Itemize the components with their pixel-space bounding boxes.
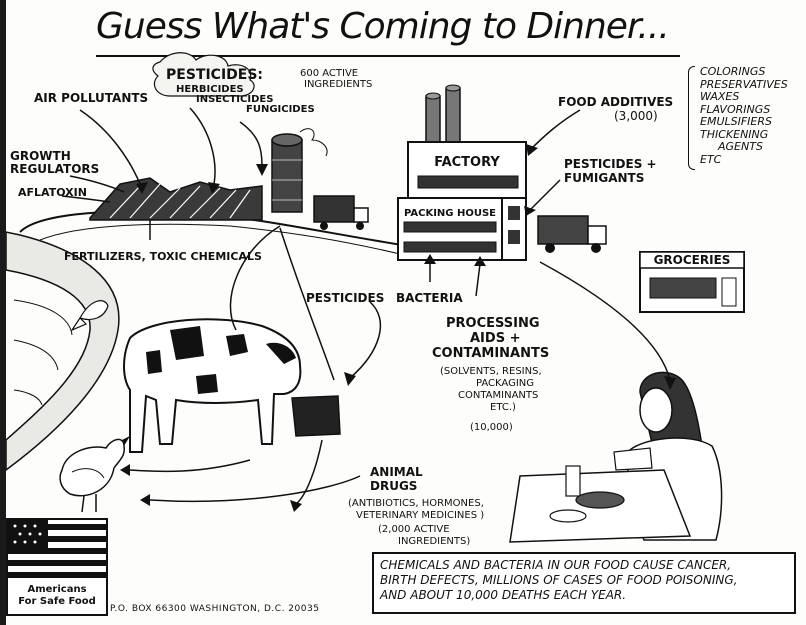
side-window-2 [508, 230, 520, 244]
label-animal-drugs-line1: ANIMAL [370, 465, 423, 479]
label-food-additives: FOOD ADDITIVES [558, 95, 674, 109]
label-pesticides-fumigants-line1: PESTICIDES + [564, 157, 657, 171]
label-processing-detail-3: CONTAMINANTS [458, 390, 539, 401]
label-growth-regulators-line2: REGULATORS [10, 162, 100, 176]
label-processing-count: (10,000) [470, 422, 513, 433]
side-window-1 [508, 206, 520, 220]
additive-item: WAXES [700, 90, 740, 103]
grocery-store [639, 251, 745, 313]
label-processing-line2: AIDS + [470, 331, 521, 346]
label-processing-line3: CONTAMINANTS [432, 346, 550, 361]
label-bacteria: BACTERIA [396, 291, 463, 305]
label-animal-drugs-line2: DRUGS [370, 479, 418, 493]
factory-label: FACTORY [434, 155, 500, 170]
label-processing-detail-4: ETC.) [490, 402, 516, 413]
label-processing-detail-2: PACKAGING [476, 378, 535, 389]
label-animal-drugs-detail-3: (2,000 ACTIVE [378, 524, 450, 535]
additive-item: FLAVORINGS [700, 102, 771, 116]
caption-line-2: BIRTH DEFECTS, MILLIONS OF CASES OF FOOD… [380, 573, 738, 587]
logo-line-1: Americans [27, 584, 87, 595]
label-active-ingredients-line2: INGREDIENTS [304, 79, 373, 90]
label-fungicides: FUNGICIDES [246, 104, 315, 115]
page-title: Guess What's Coming to Dinner... [96, 6, 670, 47]
label-pesticides-mid: PESTICIDES [306, 291, 385, 305]
americans-for-safe-food-logo: Americans For Safe Food [6, 518, 108, 616]
smokestacks [425, 84, 461, 147]
logo-line-2: For Safe Food [18, 596, 96, 607]
groceries-label: GROCERIES [653, 253, 731, 267]
label-food-additives-count: (3,000) [614, 109, 658, 123]
additive-item: AGENTS [718, 140, 763, 153]
additive-item: THICKENING [700, 127, 769, 141]
cow [123, 318, 302, 453]
label-active-ingredients-line1: 600 ACTIVE [300, 68, 359, 79]
label-aflatoxin: AFLATOXIN [18, 186, 87, 199]
label-growth-regulators-line1: GROWTH [10, 149, 71, 163]
delivery-truck [537, 215, 607, 253]
label-animal-drugs-detail-2: VETERINARY MEDICINES ) [356, 510, 485, 521]
silos [271, 133, 303, 213]
label-pesticides-fumigants-line2: FUMIGANTS [564, 171, 645, 185]
spray-cloud [152, 52, 255, 97]
label-processing-line1: PROCESSING [446, 316, 540, 331]
packing-house-windows-1 [403, 221, 497, 233]
feed-trough [291, 395, 341, 437]
additives-bracket [688, 66, 695, 170]
silo-smoke [299, 128, 328, 157]
additive-item: EMULSIFIERS [700, 115, 772, 128]
packing-house-windows-2 [403, 241, 497, 253]
road-inner [39, 223, 401, 255]
crop-rows [109, 183, 251, 219]
crop-field [89, 177, 263, 221]
river-lines [13, 299, 73, 406]
packing-house-label: PACKING HOUSE [403, 208, 497, 219]
caption-line-3: AND ABOUT 10,000 DEATHS EACH YEAR. [380, 588, 627, 602]
flow-arrows [61, 107, 671, 505]
label-processing-detail-1: (SOLVENTS, RESINS, [440, 366, 542, 377]
label-insecticides: INSECTICIDES [196, 94, 274, 105]
label-pesticides-top: PESTICIDES: [166, 67, 264, 83]
label-animal-drugs-detail-1: (ANTIBIOTICS, HORMONES, [348, 498, 484, 509]
arrowheads [120, 144, 676, 512]
fish [70, 300, 109, 332]
caption-box: CHEMICALS AND BACTERIA IN OUR FOOD CAUSE… [372, 552, 796, 614]
footer-address: P.O. BOX 66300 WASHINGTON, D.C. 20035 [110, 604, 320, 614]
dinner-plate [575, 491, 625, 509]
water-glass [565, 465, 581, 497]
side-plate [549, 509, 587, 523]
label-fertilizers: FERTILIZERS, TOXIC CHEMICALS [64, 250, 262, 263]
additive-item: COLORINGS [700, 65, 766, 78]
factory-windows [417, 175, 519, 189]
label-herbicides: HERBICIDES [176, 84, 244, 95]
chicken [59, 436, 130, 513]
label-animal-drugs-detail-4: INGREDIENTS) [398, 536, 471, 547]
label-air-pollutants: AIR POLLUTANTS [34, 91, 149, 105]
additive-item: PRESERVATIVES [700, 77, 788, 91]
flag-icon [8, 520, 106, 582]
factory-building [407, 141, 527, 199]
additive-item: ETC [700, 152, 722, 166]
logo-text: Americans For Safe Food [8, 584, 106, 608]
farm-truck [313, 195, 369, 230]
caption-line-1: CHEMICALS AND BACTERIA IN OUR FOOD CAUSE… [380, 558, 732, 572]
river [5, 231, 120, 472]
